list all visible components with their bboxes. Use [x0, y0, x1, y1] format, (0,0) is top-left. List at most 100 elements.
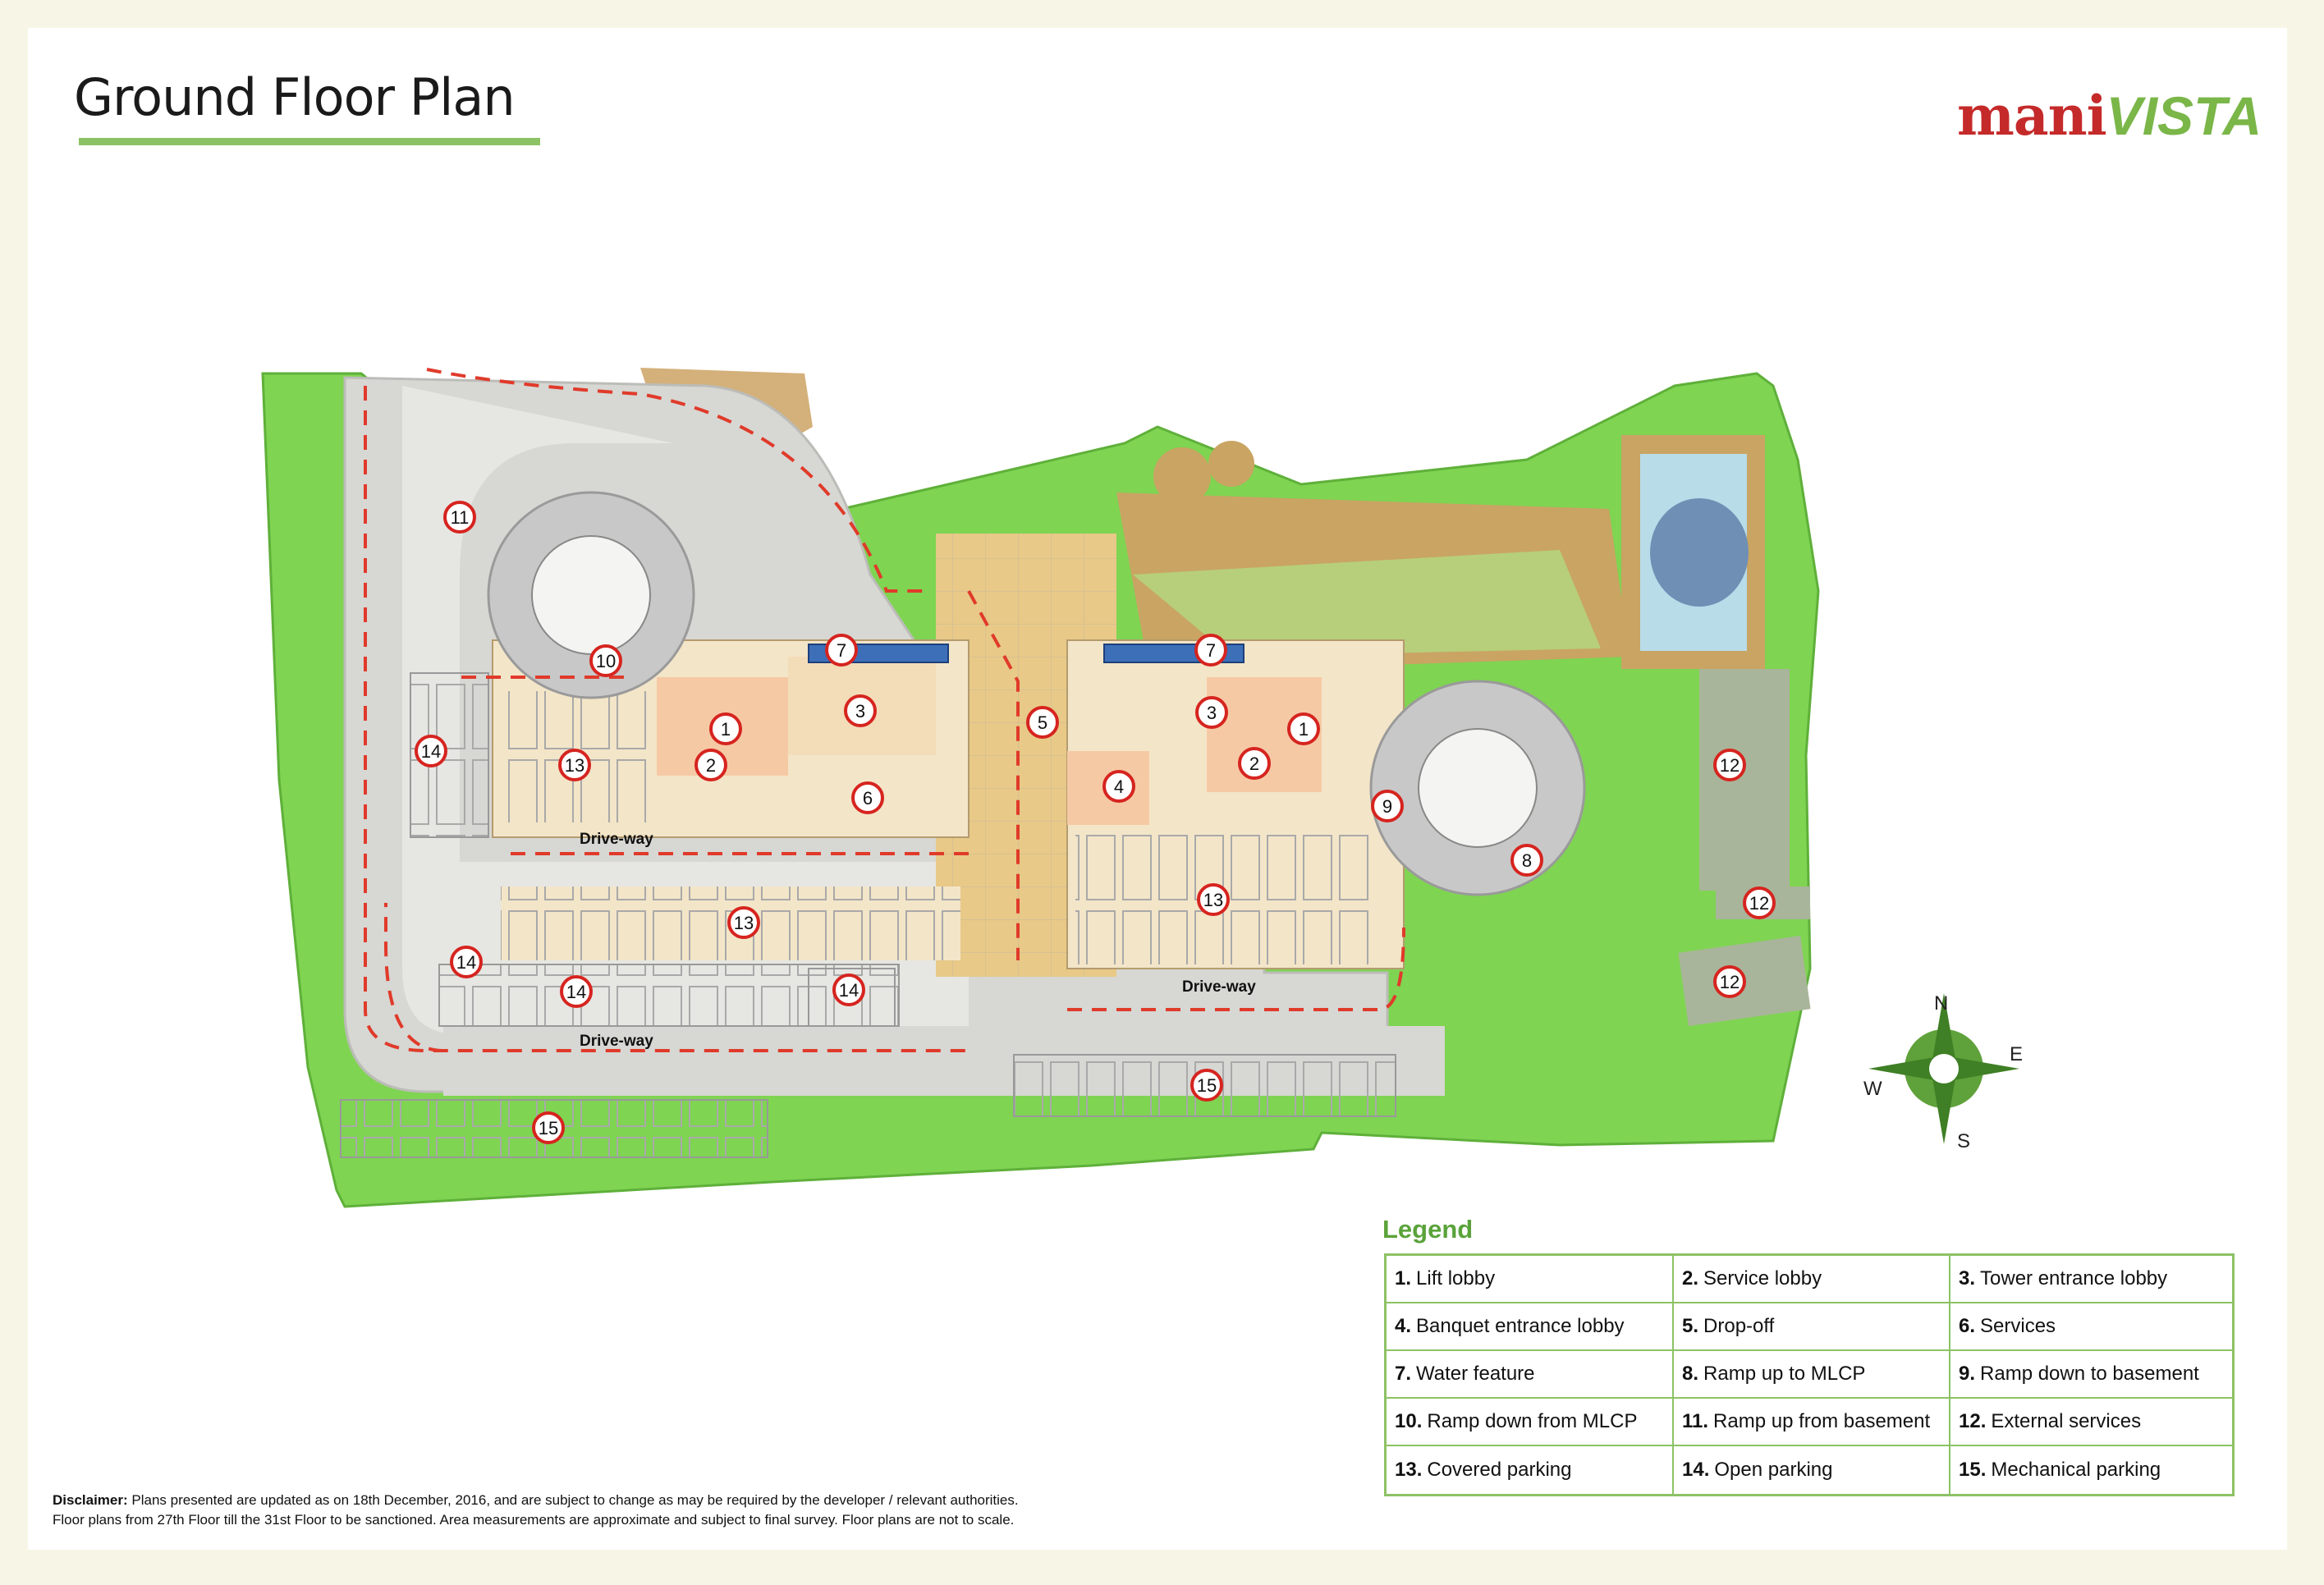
- legend-item-label: Ramp up to MLCP: [1703, 1363, 1866, 1385]
- plan-marker-number: 14: [421, 741, 441, 762]
- plan-marker-number: 14: [839, 980, 859, 1001]
- legend-item-label: Banquet entrance lobby: [1416, 1315, 1625, 1337]
- plan-marker-circle: [1371, 790, 1404, 822]
- rotunda-left-core: [531, 535, 651, 655]
- legend-item-number: 5.: [1682, 1315, 1699, 1337]
- compass-s: S: [1957, 1130, 1970, 1152]
- plan-marker-number: 4: [1114, 776, 1124, 797]
- plan-marker-number: 2: [1249, 754, 1259, 774]
- plan-marker: 1: [1287, 712, 1320, 745]
- plan-marker-number: 8: [1522, 850, 1532, 871]
- plan-marker-circle: [727, 906, 760, 939]
- title-underline: [79, 138, 540, 145]
- fountain-right: [1208, 441, 1254, 487]
- plan-marker-circle: [1510, 844, 1543, 877]
- plan-marker-circle: [443, 501, 476, 534]
- plan-marker-number: 13: [565, 755, 584, 776]
- compass-e: E: [2010, 1043, 2023, 1065]
- legend-title: Legend: [1382, 1215, 1474, 1244]
- plan-marker-number: 3: [1207, 703, 1217, 723]
- legend-item-number: 11.: [1682, 1410, 1709, 1432]
- compass-w: W: [1863, 1078, 1882, 1100]
- legend-item-label: Open parking: [1714, 1459, 1833, 1481]
- legend-item-label: Lift lobby: [1416, 1267, 1496, 1290]
- plan-marker: 13: [1197, 883, 1230, 916]
- plan-marker: 1: [709, 712, 742, 745]
- disclaimer-label: Disclaimer:: [53, 1492, 128, 1508]
- plan-marker-number: 15: [539, 1118, 558, 1138]
- plan-marker-circle: [1287, 712, 1320, 745]
- plan-marker: 15: [1190, 1069, 1223, 1102]
- plan-marker: 14: [415, 735, 447, 767]
- plan-marker: 2: [694, 749, 727, 781]
- brand-logo-part2: VISTA: [2106, 85, 2262, 146]
- legend-item-number: 1.: [1395, 1267, 1412, 1290]
- legend-item: 5.Drop-off: [1674, 1303, 1950, 1351]
- plan-marker-circle: [1195, 696, 1228, 729]
- plan-marker-number: 13: [1203, 890, 1223, 910]
- disclaimer-line1: Plans presented are updated as on 18th D…: [131, 1492, 1019, 1508]
- legend-item-label: Drop-off: [1703, 1315, 1775, 1337]
- legend-item-label: Tower entrance lobby: [1980, 1267, 2168, 1290]
- plan-marker: 9: [1371, 790, 1404, 822]
- legend-item-number: 15.: [1959, 1459, 1987, 1481]
- plan-marker-number: 15: [1197, 1075, 1217, 1096]
- plan-marker-circle: [1102, 770, 1135, 803]
- plan-marker-circle: [851, 781, 884, 814]
- legend-item-number: 3.: [1959, 1267, 1976, 1290]
- legend-item-label: Ramp down to basement: [1980, 1363, 2199, 1385]
- plan-marker-circle: [1238, 747, 1271, 780]
- plan-marker: 3: [844, 694, 877, 727]
- fountain-left: [1153, 447, 1211, 505]
- plan-marker-number: 1: [1299, 719, 1309, 740]
- road-west-inner: [402, 386, 969, 1034]
- legend-item: 8.Ramp up to MLCP: [1674, 1351, 1950, 1399]
- plan-marker: 13: [727, 906, 760, 939]
- plan-marker-circle: [1713, 749, 1746, 781]
- plan-marker: 7: [1194, 634, 1227, 667]
- plan-marker: 6: [851, 781, 884, 814]
- plan-marker-number: 14: [566, 982, 586, 1002]
- plan-marker-circle: [709, 712, 742, 745]
- legend-item-label: Covered parking: [1427, 1459, 1572, 1481]
- plan-marker-number: 9: [1382, 796, 1392, 817]
- plan-marker-number: 13: [734, 913, 754, 933]
- plan-marker-circle: [415, 735, 447, 767]
- plan-marker-number: 11: [451, 507, 470, 528]
- legend-item: 7.Water feature: [1387, 1351, 1674, 1399]
- plan-marker-circle: [1194, 634, 1227, 667]
- legend-item-label: Ramp down from MLCP: [1427, 1410, 1638, 1432]
- rotunda-right-core: [1418, 728, 1538, 848]
- pool-basin: [1650, 498, 1749, 607]
- legend-item: 3.Tower entrance lobby: [1950, 1256, 2232, 1303]
- legend-item-label: Water feature: [1416, 1363, 1535, 1385]
- plan-marker-circle: [1190, 1069, 1223, 1102]
- plan-marker-number: 12: [1720, 972, 1740, 992]
- plan-marker-circle: [832, 973, 865, 1006]
- plan-marker: 13: [558, 749, 591, 781]
- legend-item: 14.Open parking: [1674, 1446, 1950, 1494]
- plan-marker-circle: [1713, 965, 1746, 998]
- legend-item-label: Ramp up from basement: [1713, 1410, 1931, 1432]
- plan-marker-circle: [1026, 706, 1059, 739]
- legend-item-number: 13.: [1395, 1459, 1423, 1481]
- plan-marker-number: 12: [1749, 893, 1769, 914]
- plan-marker-circle: [825, 634, 858, 667]
- plan-marker-number: 12: [1720, 755, 1740, 776]
- disclaimer-line2: Floor plans from 27th Floor till the 31s…: [53, 1512, 1015, 1528]
- driveway-label: Drive-way: [580, 831, 653, 848]
- legend-item: 12.External services: [1950, 1399, 2232, 1446]
- legend-item: 1.Lift lobby: [1387, 1256, 1674, 1303]
- legend-item-number: 6.: [1959, 1315, 1976, 1337]
- legend-item: 2.Service lobby: [1674, 1256, 1950, 1303]
- plan-marker-number: 6: [863, 788, 873, 809]
- plan-marker: 3: [1195, 696, 1228, 729]
- compass-rose: [1868, 993, 2019, 1144]
- plan-marker: 2: [1238, 747, 1271, 780]
- legend-item: 9.Ramp down to basement: [1950, 1351, 2232, 1399]
- legend-item: 10.Ramp down from MLCP: [1387, 1399, 1674, 1446]
- plan-marker: 15: [532, 1111, 565, 1144]
- plan-marker-circle: [560, 975, 593, 1008]
- legend-item-label: Mechanical parking: [1991, 1459, 2161, 1481]
